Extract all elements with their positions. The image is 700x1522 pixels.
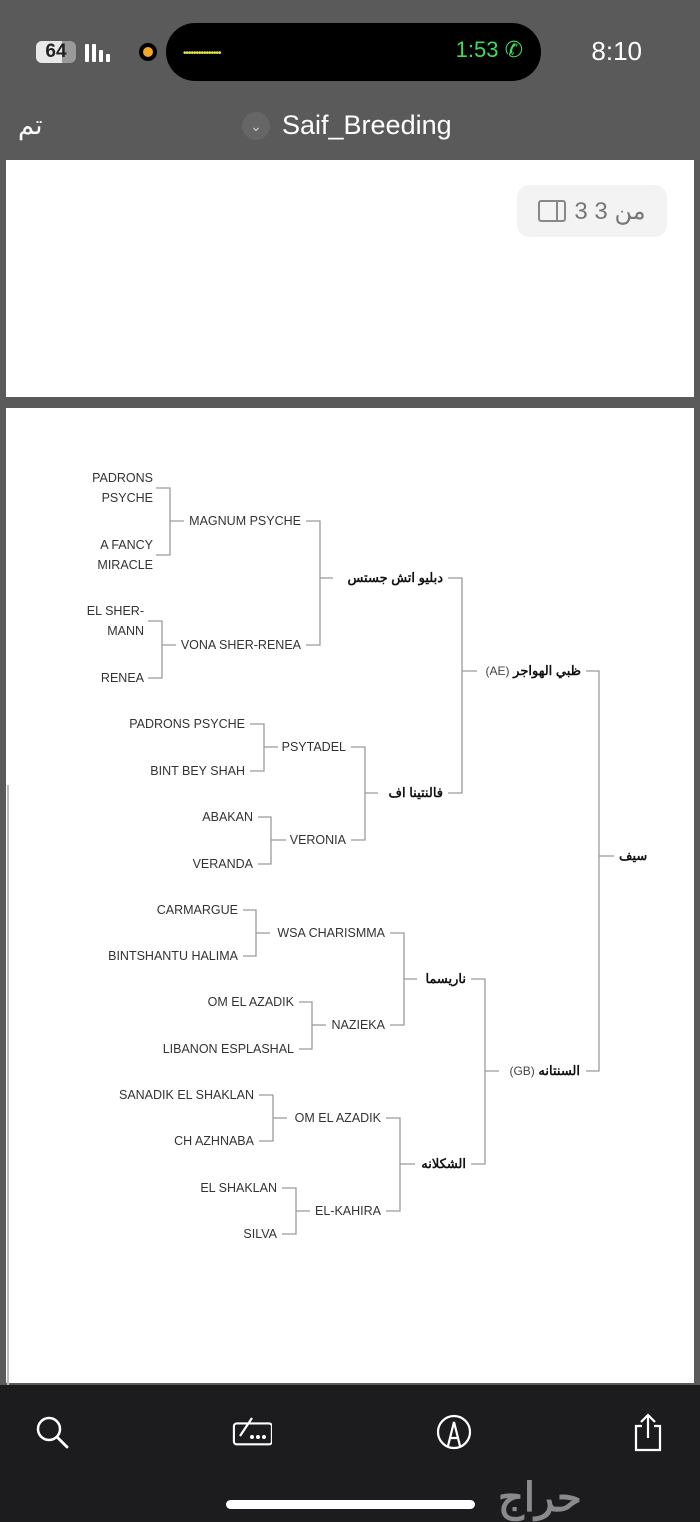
phone-icon: ✆	[504, 37, 523, 62]
horse-sddd: VERANDA	[192, 857, 253, 871]
horse-dd: الشكلانه	[421, 1156, 466, 1171]
horse-sds: PSYTADEL	[281, 740, 346, 754]
bottom-toolbar	[0, 1385, 700, 1522]
horse-dsds: OM EL AZADIK	[207, 995, 294, 1009]
horse-sss: MAGNUM PSYCHE	[189, 514, 301, 528]
horse-sssd: A FANCY MIRACLE	[97, 538, 153, 572]
dynamic-island-call[interactable]: ••••••••••••••• 1:53 ✆	[166, 23, 541, 81]
horse-dsdd: LIBANON ESPLASHAL	[162, 1042, 294, 1056]
pdf-page-2: 3 من 3	[6, 160, 694, 397]
horse-ddsd: CH AZHNABA	[174, 1134, 254, 1148]
horse-dsd: NAZIEKA	[331, 1018, 386, 1032]
horse-dss: WSA CHARISMMA	[277, 926, 385, 940]
horse-sdds: ABAKAN	[202, 810, 253, 824]
horse-ssss: PADRONS PSYCHE	[92, 471, 153, 505]
home-indicator[interactable]	[226, 1500, 475, 1509]
nav-bar: تم ⌄ Saif_Breeding	[0, 100, 700, 160]
sidebar-icon	[538, 200, 567, 222]
chevron-down-icon[interactable]: ⌄	[242, 111, 270, 140]
horse-sdd: VERONIA	[289, 833, 346, 847]
horse-sdsd: BINT BEY SHAH	[150, 764, 245, 778]
markup-pen-icon[interactable]	[434, 1412, 474, 1452]
horse-dsss: CARMARGUE	[156, 903, 238, 917]
horse-dddd: SILVA	[243, 1227, 277, 1241]
status-bar: 64 ••••••••••••••• 1:53 ✆ 8:10	[0, 0, 700, 100]
horse-ddd: EL-KAHIRA	[315, 1204, 381, 1218]
done-button[interactable]: تم	[18, 110, 43, 140]
scrollbar[interactable]	[7, 785, 9, 1385]
clock: 8:10	[591, 36, 642, 66]
document-title: Saif_Breeding	[282, 110, 452, 140]
markup-text-icon[interactable]	[232, 1412, 272, 1452]
horse-subject: سيف	[619, 848, 648, 863]
horse-ssdd: RENEA	[100, 671, 144, 685]
horse-sd: فالنتينا اف	[388, 785, 444, 800]
document-title-menu[interactable]: ⌄ Saif_Breeding	[242, 110, 452, 141]
watermark-logo: حراج	[498, 1476, 582, 1520]
horse-dam: السنتانه (GB)	[509, 1063, 580, 1078]
waveform-icon: •••••••••••••••	[183, 48, 222, 59]
battery-indicator: 64	[36, 41, 76, 63]
mic-indicator-icon	[139, 43, 157, 61]
page-indicator[interactable]: 3 من 3	[517, 185, 667, 237]
horse-ds: ناريسما	[425, 971, 466, 986]
horse-ddss: SANADIK EL SHAKLAN	[118, 1088, 254, 1102]
share-icon[interactable]	[628, 1412, 668, 1452]
signal-icon	[85, 42, 110, 62]
horse-dds: OM EL AZADIK	[294, 1111, 381, 1125]
horse-dssd: BINTSHANTU HALIMA	[108, 949, 238, 963]
horse-ss: دبليو اتش جستس	[347, 570, 443, 585]
horse-ssd: VONA SHER-RENEA	[180, 638, 301, 652]
horse-ddds: EL SHAKLAN	[200, 1181, 277, 1195]
horse-sire: ظبي الهواجر (AE)	[485, 663, 581, 678]
search-icon[interactable]	[32, 1412, 72, 1452]
horse-sdss: PADRONS PSYCHE	[129, 717, 245, 731]
horse-ssds: EL SHER-MANN	[86, 604, 144, 638]
